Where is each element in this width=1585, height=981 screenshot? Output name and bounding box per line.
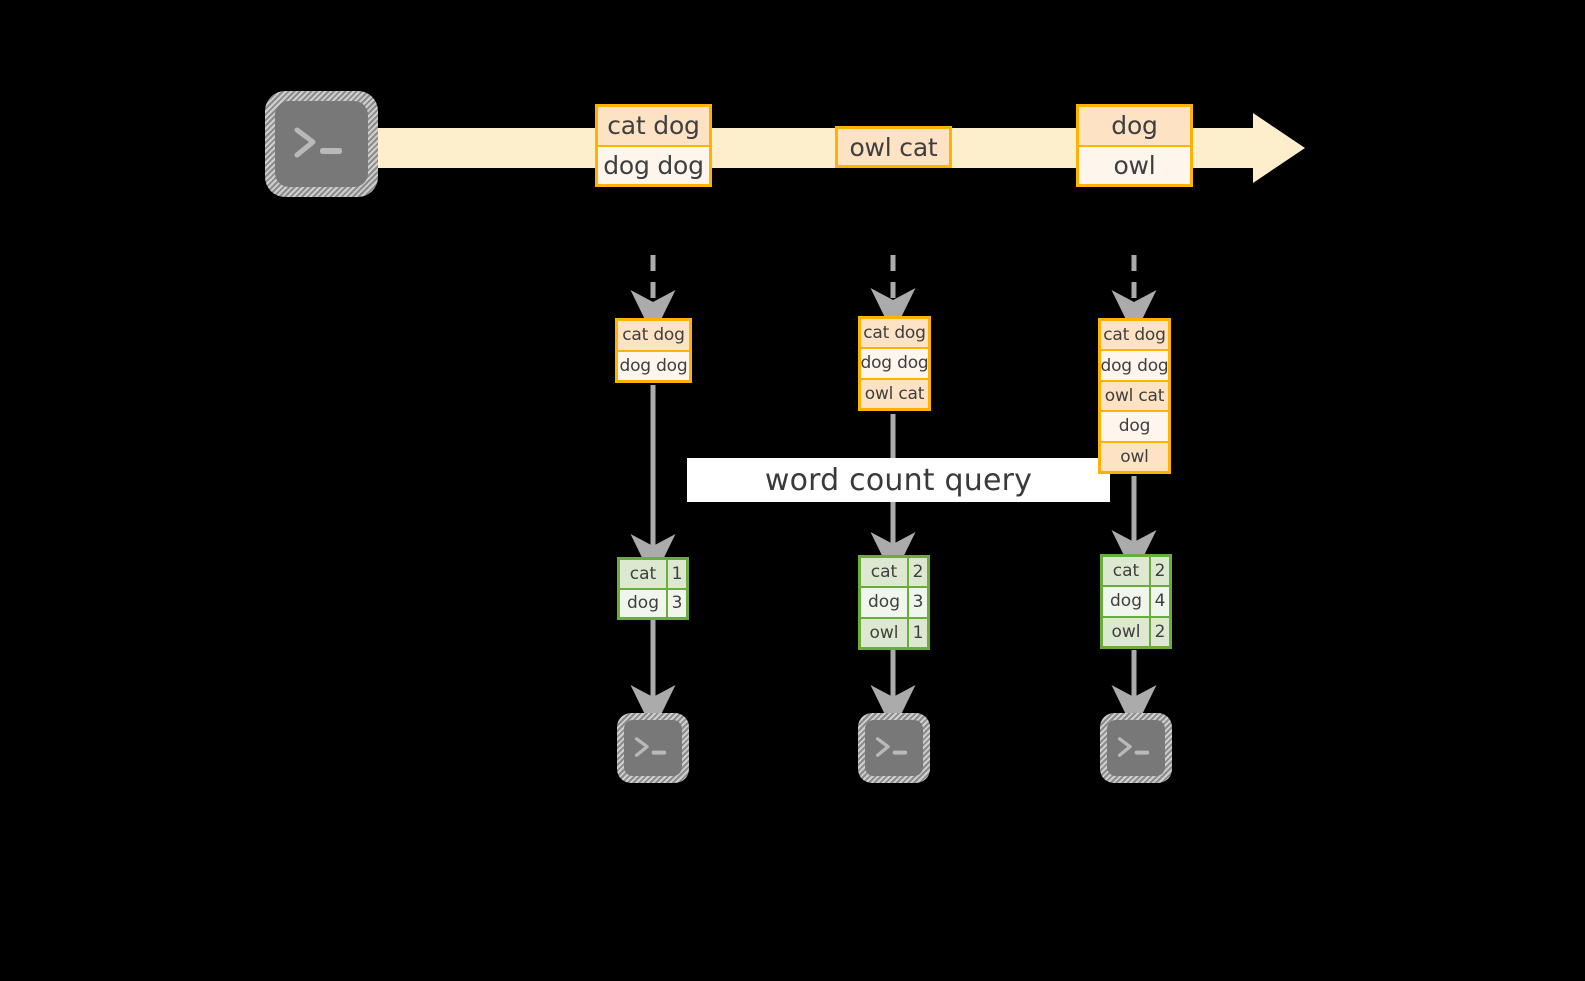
input-line: dog dog [1101, 351, 1169, 382]
sink-terminal-icon-1[interactable] [617, 713, 689, 783]
count-cell: 1 [912, 622, 924, 643]
table-row: owl 2 [1103, 617, 1169, 646]
input-line: cat dog [618, 321, 689, 352]
input-line: owl cat [1101, 381, 1168, 413]
terminal-prompt-icon [875, 737, 908, 757]
input-line: cat dog [1101, 321, 1168, 352]
input-line: owl [1101, 442, 1168, 472]
stream-event-line: owl cat [838, 129, 949, 165]
terminal-screen [865, 720, 923, 776]
source-terminal-icon[interactable] [265, 91, 378, 197]
input-line: dog dog [618, 351, 689, 380]
table-row: cat 1 [620, 560, 686, 590]
stream-event-1[interactable]: cat dog dog dog [595, 104, 712, 187]
input-stack-3[interactable]: cat dog dog dog owl cat dog owl [1098, 318, 1171, 474]
terminal-prompt-icon [294, 127, 342, 158]
word-cell: dog [861, 588, 909, 617]
input-line: dog dog [861, 349, 929, 380]
word-cell: cat [861, 558, 909, 587]
query-label: word count query [764, 462, 1033, 498]
query-label-band: word count query [687, 458, 1110, 502]
table-row: cat 2 [1103, 557, 1169, 588]
input-stack-2[interactable]: cat dog dog dog owl cat [858, 316, 931, 411]
result-table-3[interactable]: cat 2 dog 4 owl 2 [1100, 554, 1172, 649]
result-table-2[interactable]: cat 2 dog 3 owl 1 [858, 555, 930, 650]
input-line: owl cat [861, 379, 928, 408]
terminal-screen [1107, 720, 1165, 776]
stream-event-line: dog dog [598, 146, 709, 184]
sink-terminal-icon-2[interactable] [858, 713, 930, 783]
table-row: dog 3 [620, 589, 686, 617]
table-row: dog 3 [861, 588, 927, 619]
stream-event-3[interactable]: dog owl [1076, 104, 1193, 187]
terminal-prompt-icon [634, 737, 667, 757]
word-cell: dog [1103, 587, 1151, 616]
count-cell: 3 [671, 593, 683, 614]
word-cell: owl [1103, 617, 1151, 646]
terminal-screen [275, 101, 368, 187]
count-cell: 2 [1154, 621, 1166, 642]
count-cell: 2 [912, 562, 924, 583]
word-cell: cat [1103, 557, 1151, 586]
count-cell: 3 [912, 592, 924, 613]
input-stack-1[interactable]: cat dog dog dog [615, 318, 692, 383]
stream-event-line: owl [1079, 146, 1190, 184]
terminal-screen [624, 720, 682, 776]
stream-event-2[interactable]: owl cat [835, 126, 952, 168]
table-row: dog 4 [1103, 587, 1169, 618]
stream-event-line: dog [1079, 107, 1190, 147]
input-line: dog [1101, 412, 1168, 443]
count-cell: 4 [1154, 591, 1166, 612]
sink-terminal-icon-3[interactable] [1100, 713, 1172, 783]
count-cell: 2 [1154, 561, 1166, 582]
word-cell: owl [861, 618, 909, 647]
word-cell: cat [620, 560, 668, 588]
word-cell: dog [620, 589, 668, 617]
table-row: cat 2 [861, 558, 927, 589]
count-cell: 1 [671, 563, 683, 584]
stream-event-line: cat dog [598, 107, 709, 147]
input-line: cat dog [861, 319, 928, 350]
result-table-1[interactable]: cat 1 dog 3 [617, 557, 689, 620]
table-row: owl 1 [861, 618, 927, 647]
terminal-prompt-icon [1117, 737, 1150, 757]
